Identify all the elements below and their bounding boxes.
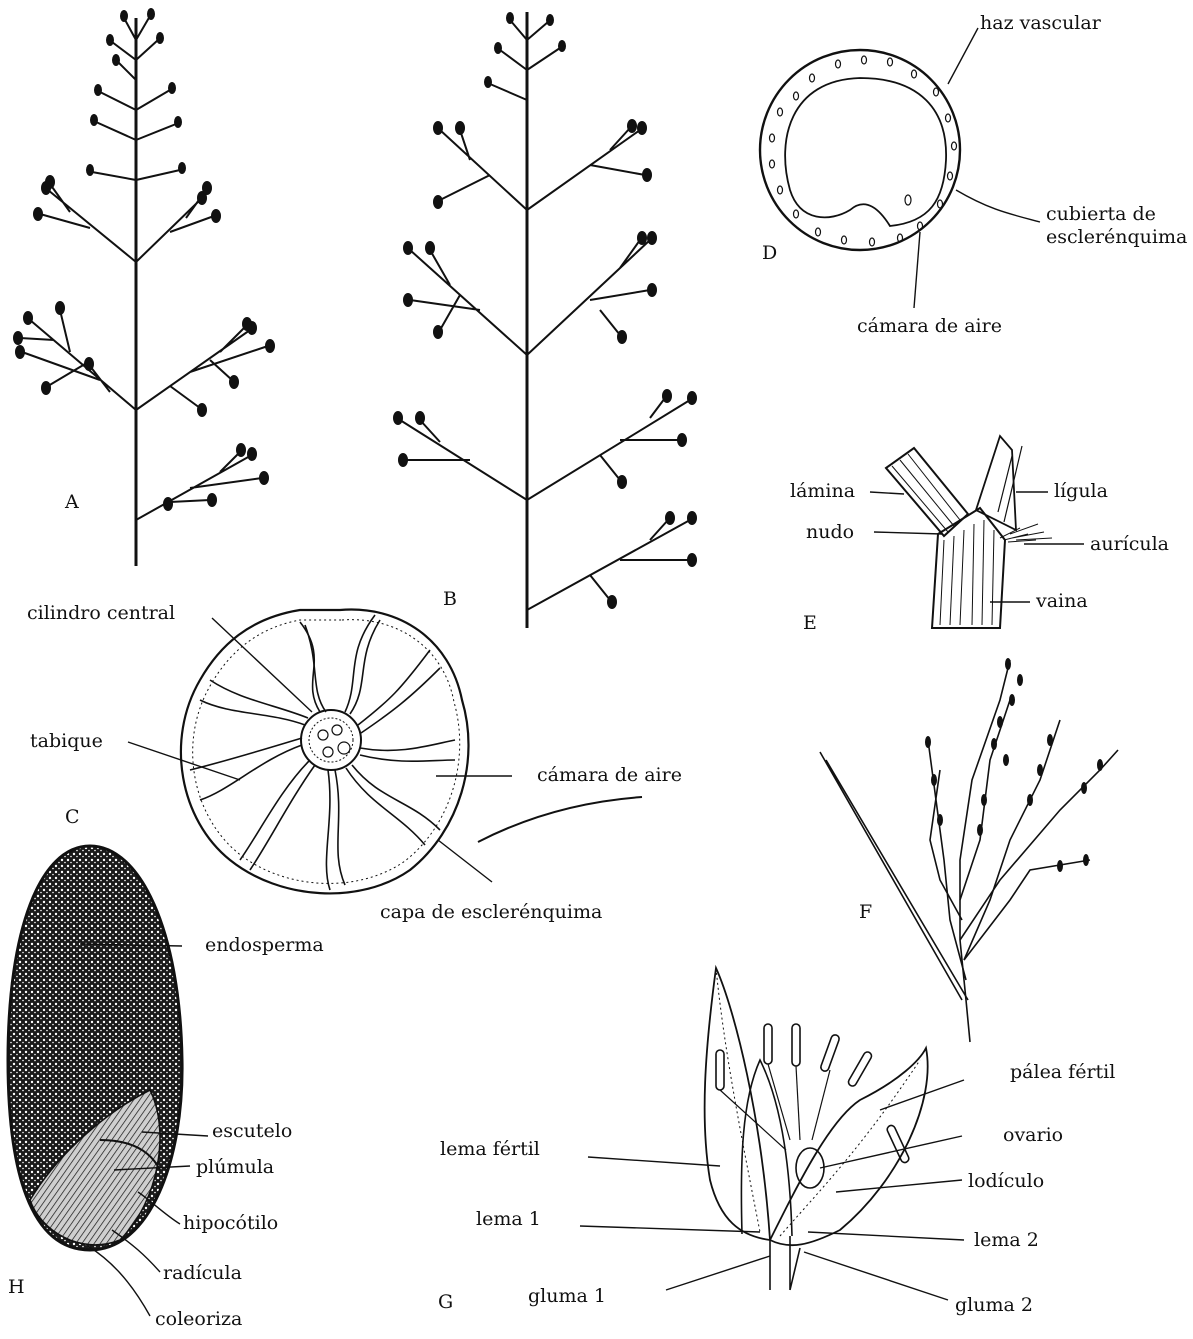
- panel-f-plant: [820, 658, 1118, 1042]
- panel-a-panicle: [20, 16, 268, 566]
- label-gluma-1: gluma 1: [528, 1287, 606, 1306]
- panel-a-spikelets: [13, 8, 275, 511]
- label-capa-de-esclerenquima: capa de esclerénquima: [380, 903, 602, 922]
- label-cilindro-central: cilindro central: [27, 604, 175, 623]
- panel-letter-f: F: [859, 903, 872, 922]
- panel-b-spikelets: [393, 12, 697, 609]
- label-lodiculo: lodículo: [968, 1172, 1044, 1191]
- panel-letter-c: C: [65, 808, 80, 827]
- label-lema-1: lema 1: [476, 1210, 541, 1229]
- label-lema-fertil: lema fértil: [440, 1140, 540, 1159]
- label-ligula: lígula: [1054, 482, 1108, 501]
- label-hipocotilo: hipocótilo: [183, 1214, 278, 1233]
- panel-letter-h: H: [8, 1278, 25, 1297]
- panel-d-stem-section: [760, 28, 1040, 308]
- panel-g-spikelet: [580, 968, 964, 1300]
- panel-letter-e: E: [803, 614, 817, 633]
- label-vaina: vaina: [1036, 592, 1088, 611]
- label-coleoriza: coleoriza: [155, 1310, 242, 1329]
- label-radicula: radícula: [163, 1264, 242, 1283]
- panel-letter-d: D: [762, 244, 777, 263]
- label-haz-vascular: haz vascular: [980, 14, 1101, 33]
- label-auricula: aurícula: [1090, 535, 1169, 554]
- label-lema-2: lema 2: [974, 1231, 1039, 1250]
- panel-h-grain: [8, 846, 208, 1316]
- label-camara-de-aire-c: cámara de aire: [537, 766, 682, 785]
- panel-letter-g: G: [438, 1293, 453, 1312]
- label-endosperma: endosperma: [205, 936, 324, 955]
- label-escutelo: escutelo: [212, 1122, 292, 1141]
- label-nudo: nudo: [806, 523, 854, 542]
- label-esclerenquima: esclerénquima: [1046, 228, 1187, 247]
- panel-letter-b: B: [443, 590, 457, 609]
- label-tabique: tabique: [30, 732, 103, 751]
- label-camara-de-aire-d: cámara de aire: [857, 317, 1002, 336]
- label-gluma-2: gluma 2: [955, 1296, 1033, 1315]
- label-lamina: lámina: [790, 482, 855, 501]
- label-cubierta-de: cubierta de: [1046, 205, 1156, 224]
- label-plumula: plúmula: [196, 1158, 274, 1177]
- panel-b-panicle: [400, 12, 690, 628]
- panel-c-root-section: [128, 610, 642, 894]
- panel-letter-a: A: [65, 493, 79, 512]
- label-palea-fertil: pálea fértil: [1010, 1063, 1115, 1082]
- label-ovario: ovario: [1003, 1126, 1063, 1145]
